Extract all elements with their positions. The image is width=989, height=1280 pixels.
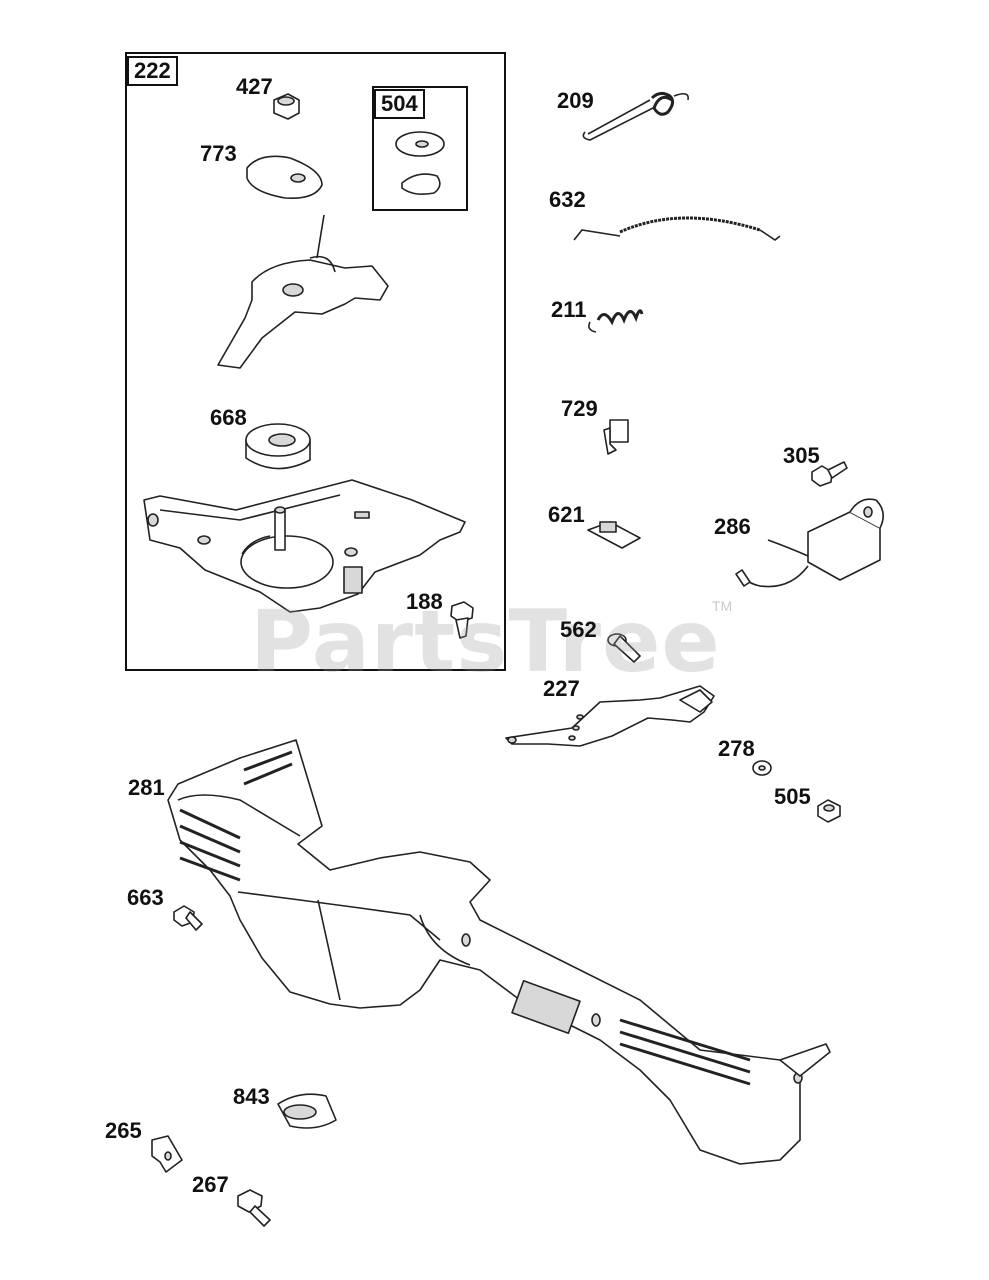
part-663-screw	[173, 905, 203, 931]
part-427-nut	[273, 93, 300, 120]
part-227-lever	[505, 685, 715, 747]
part-label-286: 286	[714, 514, 751, 539]
part-668-bushing	[245, 423, 311, 470]
part-label-267: 267	[192, 1172, 229, 1197]
part-209-spring	[582, 91, 690, 141]
part-265-clip	[151, 1135, 183, 1173]
part-label-211: 211	[551, 297, 587, 322]
part-label-305: 305	[783, 443, 820, 468]
part-label-188: 188	[406, 589, 443, 614]
partstree-watermark: PartsTree	[250, 592, 721, 692]
kit-label-504: 504	[374, 89, 425, 119]
part-621-clip	[587, 521, 641, 549]
part-label-843: 843	[233, 1084, 270, 1109]
part-label-729: 729	[561, 396, 598, 421]
part-label-209: 209	[557, 88, 594, 113]
part-label-562: 562	[560, 617, 597, 642]
part-278-washer	[752, 760, 772, 776]
part-label-663: 663	[127, 885, 164, 910]
kit-222-frame	[125, 52, 506, 671]
part-label-265: 265	[105, 1118, 142, 1143]
part-211-spring	[588, 309, 644, 333]
trademark-mark: TM	[712, 598, 733, 614]
part-632-spring	[573, 216, 781, 241]
part-729-clip	[603, 419, 629, 455]
part-188-screw	[450, 601, 474, 639]
part-286-module	[735, 498, 884, 588]
part-label-281: 281	[128, 775, 165, 800]
part-773-washer	[246, 155, 323, 200]
part-267-screw	[237, 1189, 271, 1227]
part-label-427: 427	[236, 74, 273, 99]
part-label-278: 278	[718, 736, 755, 761]
part-562-bolt	[607, 633, 641, 663]
part-control-bracket-plate	[143, 479, 466, 613]
part-label-632: 632	[549, 187, 586, 212]
part-label-505: 505	[774, 784, 811, 809]
part-governor-control-lever	[217, 214, 389, 369]
part-281-base-shroud	[167, 739, 831, 1165]
part-label-227: 227	[543, 676, 580, 701]
part-305-bolt	[811, 461, 848, 487]
part-843-grommet	[277, 1093, 337, 1129]
part-label-668: 668	[210, 405, 247, 430]
kit-504-frame	[372, 86, 468, 211]
part-504-washers	[395, 131, 445, 195]
part-505-nut	[817, 799, 841, 823]
part-label-621: 621	[548, 502, 585, 527]
kit-label-222: 222	[127, 56, 178, 86]
part-label-773: 773	[200, 141, 237, 166]
